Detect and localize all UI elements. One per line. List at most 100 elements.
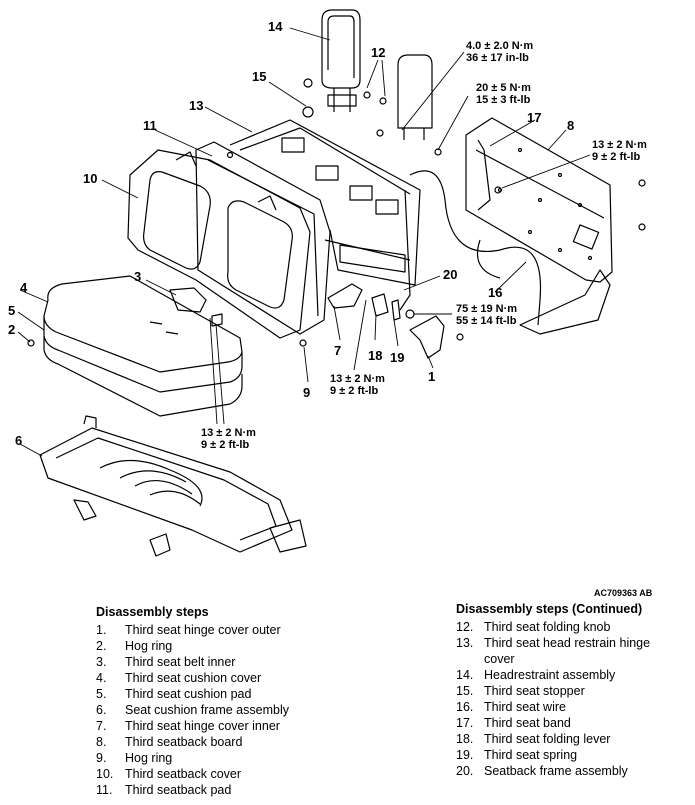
hinge-cover-inner-drawing xyxy=(327,283,363,309)
step-number: 10. xyxy=(96,767,114,781)
step-item: 11. Third seatback pad xyxy=(96,782,356,798)
step-number: 7. xyxy=(96,719,107,733)
step-text: Third seatback pad xyxy=(125,783,232,797)
callout-12: 12 xyxy=(371,45,385,60)
callout-10: 10 xyxy=(83,171,97,186)
step-number: 5. xyxy=(96,687,107,701)
callout-15: 15 xyxy=(252,69,266,84)
step-text: Seat cushion frame assembly xyxy=(125,703,289,717)
seat-spring-drawing xyxy=(391,299,401,321)
step-item: 16. Third seat wire xyxy=(456,699,692,715)
steps-continued-list: 12. Third seat folding knob 13. Third seat … xyxy=(456,619,692,779)
disassembly-steps-left: Disassembly steps 1. Third seat hinge cov… xyxy=(96,604,356,798)
cushion-pad-drawing xyxy=(43,316,243,393)
hinge-cover-outer-drawing xyxy=(409,315,445,359)
step-text: Third seat wire xyxy=(484,700,566,714)
step-number: 8. xyxy=(96,735,107,749)
step-text: Third seat cushion pad xyxy=(125,687,252,701)
torque-spec-5: 13 ± 2 N·m xyxy=(330,373,385,385)
step-text: Third seat head restrain hinge cover xyxy=(484,636,651,666)
step-item: 8. Third seatback board xyxy=(96,734,356,750)
step-text: Third seat belt inner xyxy=(125,655,236,669)
cushion-cover-drawing xyxy=(43,275,243,373)
disassembly-steps-right: Disassembly steps (Continued) 12. Third s… xyxy=(456,601,692,779)
seatback-frame-drawing xyxy=(229,119,421,311)
callout-2: 2 xyxy=(8,322,15,337)
torque-spec-4b: 55 ± 14 ft-lb xyxy=(456,315,517,327)
callout-20: 20 xyxy=(443,267,457,282)
step-text: Headrestraint assembly xyxy=(484,668,616,682)
torque-spec-1b: 36 ± 17 in-lb xyxy=(466,52,529,64)
step-item: 3. Third seat belt inner xyxy=(96,654,356,670)
step-text: Third seat folding knob xyxy=(484,620,611,634)
callout-16: 16 xyxy=(488,285,502,300)
step-number: 1. xyxy=(96,623,107,637)
step-number: 11. xyxy=(96,783,113,797)
torque-spec-3: 13 ± 2 N·m xyxy=(592,139,647,151)
step-text: Third seatback cover xyxy=(125,767,242,781)
step-item: 15.Third seat stopper xyxy=(456,683,692,699)
step-text: Third seat spring xyxy=(484,748,578,762)
callout-4: 4 xyxy=(20,280,28,295)
torque-spec-5b: 9 ± 2 ft-lb xyxy=(330,385,378,397)
callout-7: 7 xyxy=(334,343,341,358)
step-item: 12. Third seat folding knob xyxy=(456,619,692,635)
steps-title: Disassembly steps xyxy=(96,605,209,619)
callout-6: 6 xyxy=(15,433,22,448)
step-item: 6. Seat cushion frame assembly xyxy=(96,702,356,718)
step-item: 18.Third seat folding lever xyxy=(456,731,692,747)
step-number: 20. xyxy=(456,764,474,778)
step-text: Third seat hinge cover inner xyxy=(125,719,280,733)
step-number: 13. xyxy=(456,636,474,650)
step-number: 17. xyxy=(456,716,474,730)
step-text: Third seat stopper xyxy=(484,684,585,698)
torque-spec-4: 75 ± 19 N·m xyxy=(456,303,517,315)
step-number: 14. xyxy=(456,668,474,682)
seat-wire-drawing xyxy=(409,170,542,326)
fasteners xyxy=(27,78,646,347)
callout-5: 5 xyxy=(8,303,15,318)
step-item: 13. Third seat head restrain hinge cover xyxy=(456,635,692,667)
step-item: 9. Hog ring xyxy=(96,750,356,766)
cushion-frame-drawing xyxy=(39,415,307,557)
step-item: 4.Third seat cushion cover xyxy=(96,670,356,686)
callout-1: 1 xyxy=(428,369,435,384)
step-text: Third seat band xyxy=(484,716,571,730)
step-text: Hog ring xyxy=(125,751,173,765)
step-item: 19. Third seat spring xyxy=(456,747,692,763)
folding-lever-drawing xyxy=(371,293,389,317)
callout-17: 17 xyxy=(527,110,541,125)
seat-band-drawing xyxy=(519,269,611,335)
step-text: Hog ring xyxy=(125,639,173,653)
exploded-seat-diagram: 14 12 15 13 11 10 17 8 3 4 5 2 20 16 7 1… xyxy=(8,9,647,557)
callout-13: 13 xyxy=(189,98,203,113)
torque-spec-1: 4.0 ± 2.0 N·m xyxy=(466,40,533,52)
step-number: 16. xyxy=(456,700,474,714)
step-item: 20. Seatback frame assembly xyxy=(456,763,692,779)
step-number: 19. xyxy=(456,748,474,762)
torque-spec-3b: 9 ± 2 ft-lb xyxy=(592,151,640,163)
step-text: Third seat cushion cover xyxy=(125,671,262,685)
seatback-cover-drawing xyxy=(127,149,311,339)
belt-inner-drawing xyxy=(169,287,207,313)
step-text: Seatback frame assembly xyxy=(484,764,628,778)
step-number: 3. xyxy=(96,655,107,669)
step-text: Third seat hinge cover outer xyxy=(125,623,281,637)
step-item: 10. Third seatback cover xyxy=(96,766,356,782)
step-number: 6. xyxy=(96,703,107,717)
torque-spec-6: 13 ± 2 N·m xyxy=(201,427,256,439)
torque-spec-2b: 15 ± 3 ft-lb xyxy=(476,94,531,106)
step-text: Third seat folding lever xyxy=(484,732,611,746)
step-number: 12. xyxy=(456,620,474,634)
step-item: 2.Hog ring xyxy=(96,638,356,654)
steps-continued-title: Disassembly steps (Continued) xyxy=(456,602,643,616)
step-text: Third seatback board xyxy=(125,735,243,749)
figure-id: AC709363 AB xyxy=(594,588,653,598)
callout-8: 8 xyxy=(567,118,574,133)
step-item: 5. Third seat cushion pad xyxy=(96,686,356,702)
step-number: 9. xyxy=(96,751,107,765)
callout-3: 3 xyxy=(134,269,141,284)
step-item: 7. Third seat hinge cover inner xyxy=(96,718,356,734)
step-item: 14. Headrestraint assembly xyxy=(456,667,692,683)
